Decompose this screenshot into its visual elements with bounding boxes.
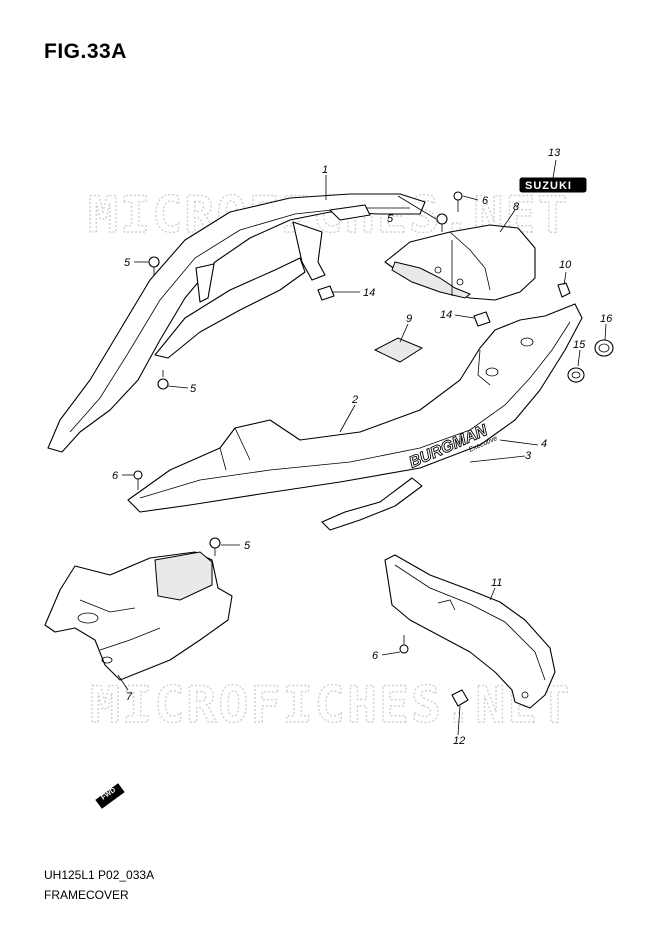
callout-12: 12 xyxy=(453,735,465,747)
callout-7: 7 xyxy=(126,691,133,703)
callout-5-a: 5 xyxy=(124,257,131,269)
figure-title: FIG.33A xyxy=(44,40,127,63)
part-14-nut-a xyxy=(317,285,335,301)
watermark-bottom: MICROFICHES.NET xyxy=(90,676,572,734)
callout-4: 4 xyxy=(541,438,547,450)
callout-1: 1 xyxy=(322,164,328,176)
callout-5-c: 5 xyxy=(387,213,394,225)
callout-labels: 1 2 3 4 5 5 5 5 6 6 6 7 8 9 10 11 12 13 … xyxy=(112,147,613,747)
screw-6-c xyxy=(399,635,409,654)
callout-5-d: 5 xyxy=(244,540,251,552)
callout-9: 9 xyxy=(406,313,412,325)
callout-14-a: 14 xyxy=(363,287,375,299)
part-2-lower-frame-cover: BURGMAN Executive xyxy=(127,303,583,531)
part-7-inner-cover xyxy=(44,551,233,681)
callout-13: 13 xyxy=(548,147,561,159)
clip-5-d xyxy=(209,537,221,556)
part-1-upper-frame-cover xyxy=(47,193,426,453)
callout-6-c: 6 xyxy=(372,650,379,662)
part-9-pad xyxy=(373,337,424,363)
part-12-clip-nut xyxy=(451,689,469,707)
callout-16: 16 xyxy=(600,313,613,325)
callout-6-b: 6 xyxy=(112,470,119,482)
part-10-nut xyxy=(557,282,571,298)
fwd-direction-marker: FWD xyxy=(95,783,125,809)
part-15-cushion xyxy=(567,367,585,383)
callout-5-b: 5 xyxy=(190,383,197,395)
reference-code: UH125L1 P02_033A xyxy=(44,868,155,882)
suzuki-emblem-text: SUZUKI xyxy=(525,180,572,192)
fasteners xyxy=(133,191,463,654)
callout-11: 11 xyxy=(491,577,502,589)
part-8-rear-fender xyxy=(384,224,536,301)
clip-5-c xyxy=(436,213,448,232)
callout-6-a: 6 xyxy=(482,195,489,207)
screw-6-b xyxy=(133,470,143,490)
callout-15: 15 xyxy=(573,339,586,351)
part-11-side-cover xyxy=(384,554,556,709)
callout-14-b: 14 xyxy=(440,309,452,321)
callout-2: 2 xyxy=(351,394,358,406)
callout-8: 8 xyxy=(513,201,520,213)
callout-leaders xyxy=(117,159,607,736)
part-14-nut-b xyxy=(473,311,491,327)
figure-caption: FRAMECOVER xyxy=(44,888,129,902)
clip-5-b xyxy=(157,370,169,390)
part-13-suzuki-emblem: SUZUKI xyxy=(519,177,587,193)
clip-5-a xyxy=(148,256,160,275)
callout-3: 3 xyxy=(525,450,532,462)
part-16-cushion xyxy=(594,339,614,357)
screw-6-a xyxy=(453,191,463,212)
callout-10: 10 xyxy=(559,259,572,271)
